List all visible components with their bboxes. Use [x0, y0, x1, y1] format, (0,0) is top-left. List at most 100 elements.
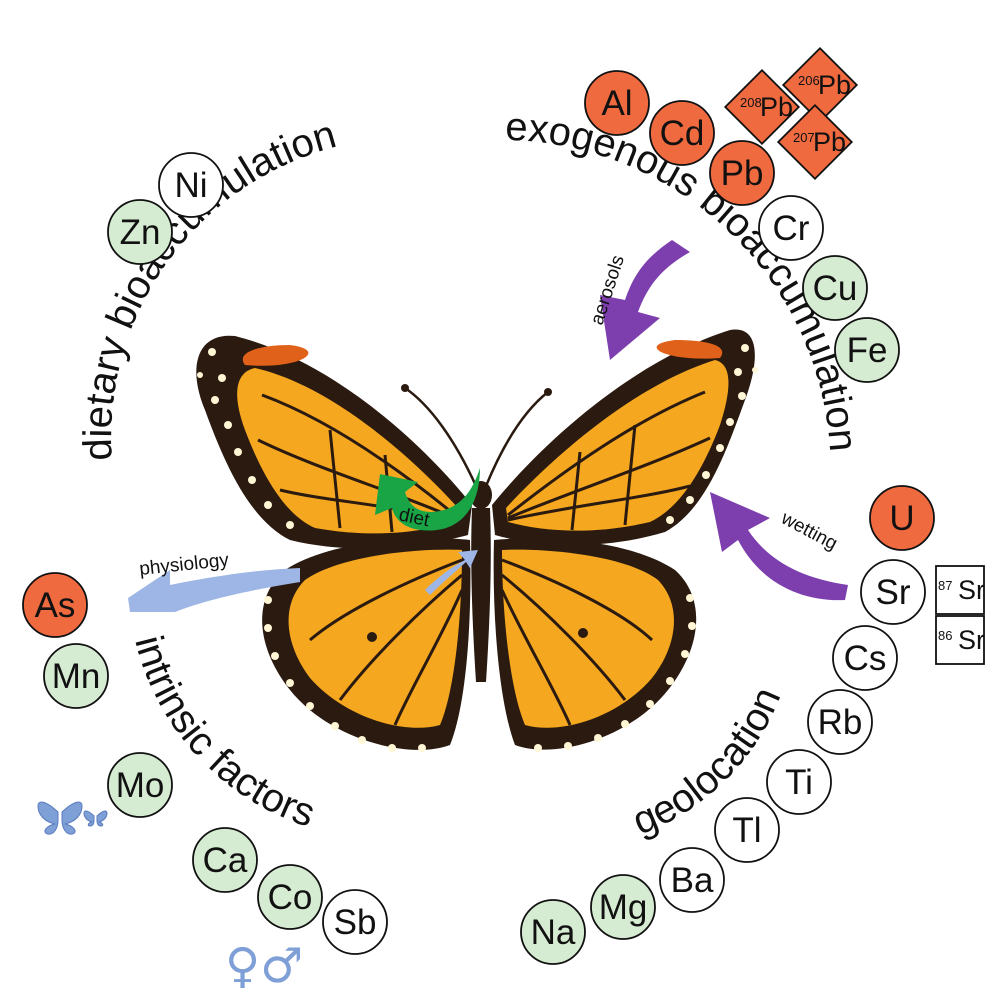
isotope-mass: 207	[793, 130, 815, 145]
element-symbol: Ni	[174, 166, 207, 205]
inner-blue-arrow	[425, 550, 478, 595]
element-symbol: Cu	[813, 269, 858, 308]
element-circle	[834, 317, 900, 383]
element-circle	[107, 752, 173, 818]
element-circle	[709, 140, 775, 206]
isotope-box	[776, 103, 854, 181]
isotope-symbol: Pb	[818, 70, 851, 100]
element-circle	[22, 572, 88, 638]
element-circle	[869, 485, 935, 551]
element-symbol: Mo	[116, 766, 165, 805]
element-circles: NiZnAlCdPbCrCuFeUSrCsRbTiTlBaMgNaAsMnMoC…	[22, 70, 935, 965]
monarch-butterfly	[196, 329, 758, 752]
isotope-87sr: 87 Sr	[935, 565, 985, 615]
isotope-symbol: Pb	[760, 92, 793, 122]
butterfly-body	[471, 508, 491, 682]
element-symbol: Na	[531, 913, 576, 952]
element-circle	[107, 199, 173, 265]
isotope-mass: 86	[938, 628, 952, 643]
element-symbol: Ti	[785, 763, 813, 802]
isotope-box	[723, 68, 801, 146]
element-circle	[192, 827, 258, 893]
element-sb: Sb	[322, 889, 388, 955]
isotope-symbol: Pb	[813, 127, 846, 157]
element-na: Na	[520, 899, 586, 965]
element-pb: Pb	[709, 140, 775, 206]
element-symbol: Sb	[334, 903, 377, 942]
element-symbol: Pb	[721, 154, 764, 193]
element-symbol: Zn	[120, 213, 161, 252]
element-circle	[649, 100, 715, 166]
element-circle	[802, 255, 868, 321]
sex-symbol-icon: ♀♂	[225, 938, 303, 994]
element-fe: Fe	[834, 317, 900, 383]
element-symbol: Mn	[52, 657, 101, 696]
element-sr: Sr	[860, 559, 926, 625]
element-cu: Cu	[802, 255, 868, 321]
element-mn: Mn	[43, 643, 109, 709]
element-symbol: Co	[268, 878, 313, 917]
element-ti: Ti	[766, 749, 832, 815]
element-ba: Ba	[659, 847, 725, 913]
element-rb: Rb	[807, 689, 873, 755]
isotope-box	[935, 565, 985, 615]
element-tl: Tl	[714, 797, 780, 863]
element-symbol: Cd	[660, 114, 705, 153]
element-al: Al	[584, 70, 650, 136]
element-circle	[520, 899, 586, 965]
isotope-symbol: Sr	[958, 625, 985, 655]
butterfly-size-icon	[37, 801, 108, 835]
isotope-mass: 206	[798, 73, 820, 88]
element-symbol: Mg	[599, 888, 648, 927]
wetting-label: wetting	[777, 507, 841, 554]
left-antenna	[404, 386, 478, 487]
isotope-box	[935, 615, 985, 665]
element-zn: Zn	[107, 199, 173, 265]
element-symbol: As	[35, 586, 76, 625]
element-cd: Cd	[649, 100, 715, 166]
element-as: As	[22, 572, 88, 638]
element-circle	[758, 195, 824, 261]
element-mg: Mg	[590, 874, 656, 940]
physiology-label: physiology	[138, 550, 230, 580]
isotope-mass: 87	[938, 578, 952, 593]
element-circle	[590, 874, 656, 940]
element-symbol: Tl	[732, 811, 761, 850]
isotope-86sr: 86 Sr	[935, 615, 985, 665]
element-symbol: Ca	[203, 841, 248, 880]
element-cs: Cs	[832, 625, 898, 691]
element-ca: Ca	[192, 827, 258, 893]
element-symbol: Rb	[818, 703, 863, 742]
element-circle	[257, 864, 323, 930]
element-circle	[860, 559, 926, 625]
element-symbol: Fe	[847, 331, 888, 370]
isotope-mass: 208	[740, 95, 762, 110]
element-circle	[832, 625, 898, 691]
element-circle	[322, 889, 388, 955]
element-ni: Ni	[158, 152, 224, 218]
wetting-arrow: wetting	[710, 492, 848, 601]
element-symbol: Al	[601, 84, 632, 123]
element-symbol: Cr	[773, 209, 810, 248]
element-circle	[807, 689, 873, 755]
element-circle	[584, 70, 650, 136]
element-circle	[714, 797, 780, 863]
element-symbol: U	[889, 499, 914, 538]
element-circle	[766, 749, 832, 815]
element-circle	[43, 643, 109, 709]
element-co: Co	[257, 864, 323, 930]
element-cr: Cr	[758, 195, 824, 261]
element-circle	[659, 847, 725, 913]
element-symbol: Ba	[671, 861, 714, 900]
element-mo: Mo	[107, 752, 173, 818]
element-u: U	[869, 485, 935, 551]
element-symbol: Cs	[844, 639, 887, 678]
right-antenna	[484, 391, 549, 487]
element-symbol: Sr	[876, 573, 911, 612]
isotope-symbol: Sr	[958, 575, 985, 605]
